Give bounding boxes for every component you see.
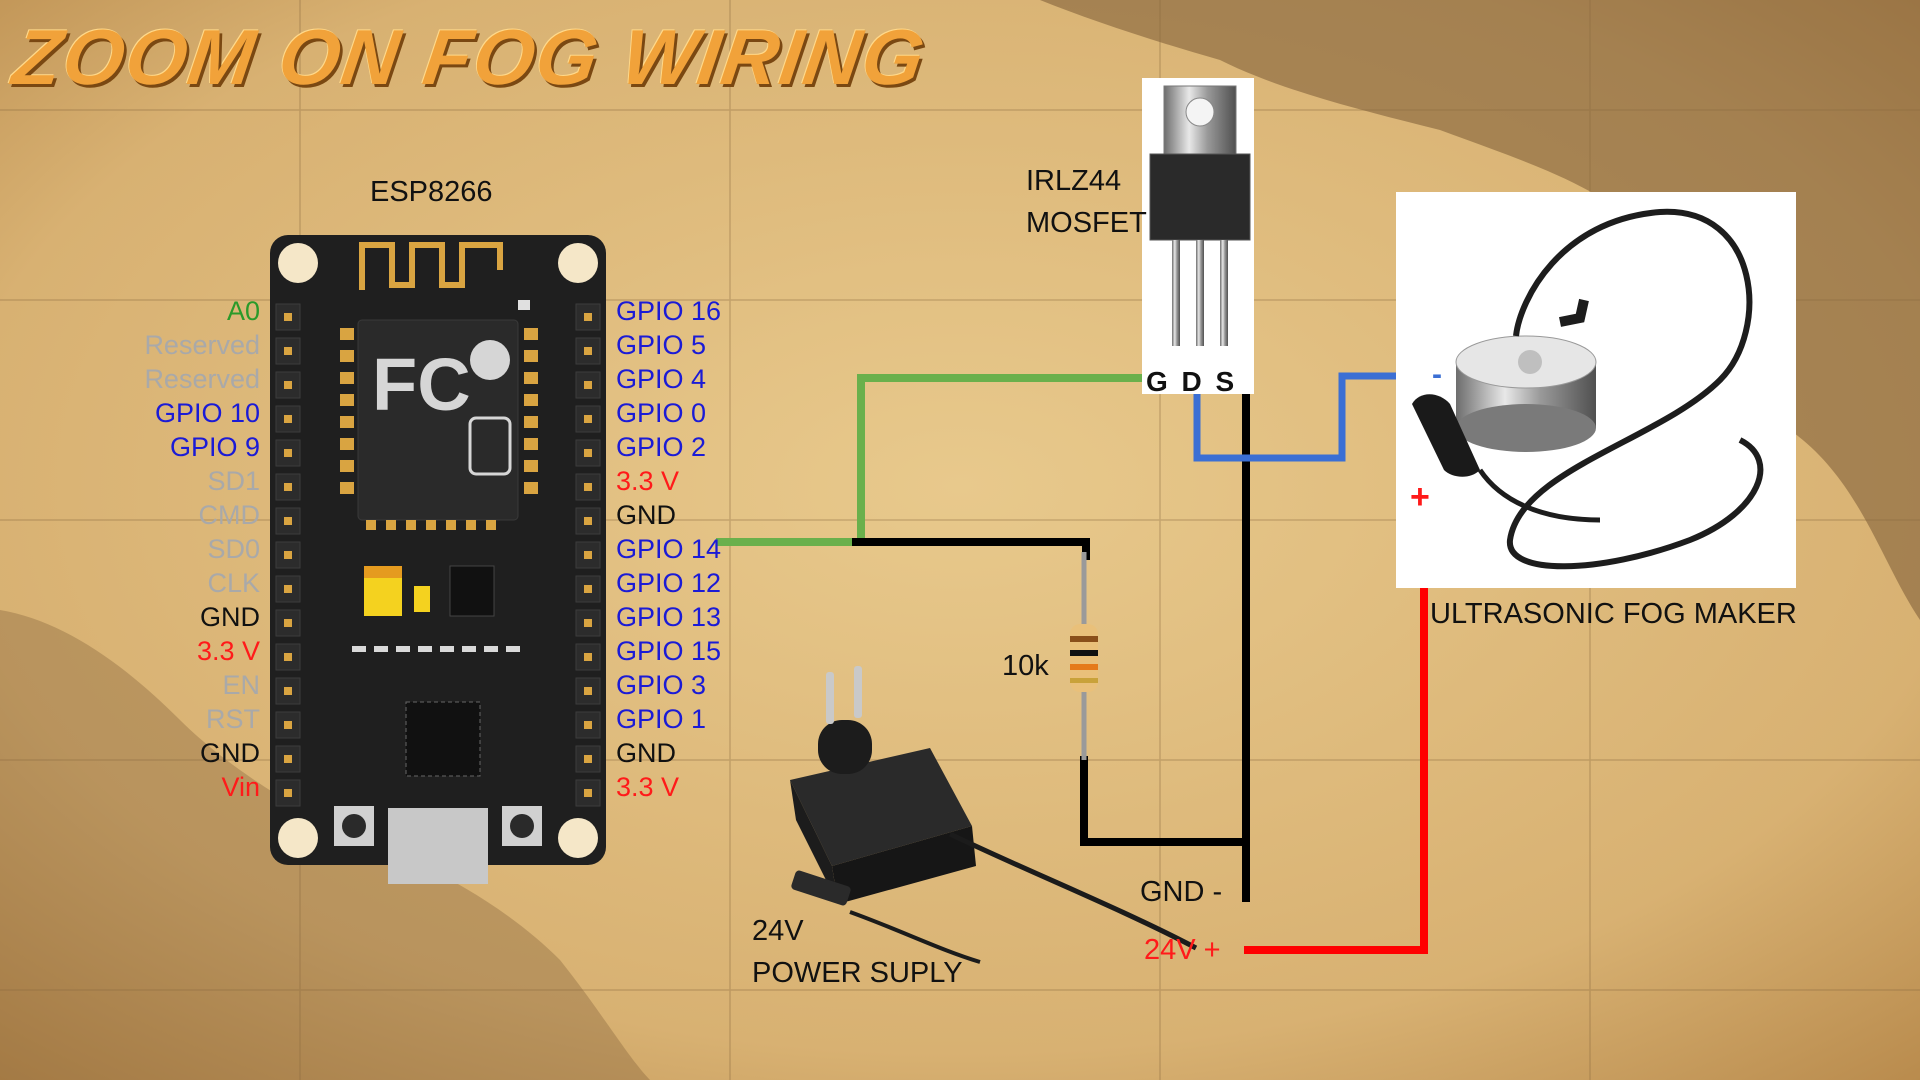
header-pin	[275, 439, 301, 467]
header-pin	[575, 371, 601, 399]
header-pin	[275, 303, 301, 331]
right-pin-label: GPIO 14	[616, 534, 722, 564]
header-pin-contact	[284, 313, 292, 321]
mosfet-model: IRLZ44	[1026, 165, 1122, 197]
header-pin-contact	[284, 687, 292, 695]
board-name: ESP8266	[370, 176, 493, 208]
left-pin-label: CLK	[207, 568, 260, 598]
right-pin-label: GPIO 4	[616, 364, 707, 394]
red-wire-supply	[1244, 538, 1428, 954]
header-pin	[275, 507, 301, 535]
header-pin-contact	[584, 687, 592, 695]
header-pin-contact	[284, 381, 292, 389]
resistor	[1070, 552, 1098, 760]
gnd-minus-label: GND -	[1140, 876, 1223, 908]
header-pin-contact	[584, 381, 592, 389]
page-title: ZOOM ON FOG WIRING	[7, 13, 932, 101]
header-pin-contact	[584, 789, 592, 797]
right-pin-label: 3.3 V	[616, 772, 680, 802]
right-pin-label: GND	[616, 500, 676, 530]
left-pin-label: Reserved	[144, 364, 260, 394]
header-pin-contact	[284, 551, 292, 559]
header-pin-contact	[584, 653, 592, 661]
right-pin-label: GND	[616, 738, 676, 768]
usb-port	[388, 808, 488, 884]
wires	[716, 372, 1436, 954]
fog-maker-label: ULTRASONIC FOG MAKER	[1430, 598, 1797, 630]
fog-maker-plus: +	[1410, 478, 1430, 516]
green-wire-gate	[716, 374, 1142, 546]
header-pin	[275, 371, 301, 399]
fog-maker	[1396, 192, 1796, 588]
right-pin-label: GPIO 1	[616, 704, 707, 734]
fcc-logo: FC	[372, 343, 471, 426]
right-pin-label: GPIO 3	[616, 670, 707, 700]
header-pin-contact	[584, 619, 592, 627]
right-pin-label: GPIO 13	[616, 602, 722, 632]
header-pin-contact	[584, 551, 592, 559]
header-pin-contact	[284, 483, 292, 491]
left-pin-label: SD0	[207, 534, 260, 564]
left-pin-label: RST	[206, 704, 260, 734]
power-supply-label: 24V POWER SUPLY	[752, 910, 963, 994]
v24-plus-label: 24V +	[1144, 934, 1221, 966]
mosfet-label: IRLZ44 MOSFET	[1026, 160, 1147, 244]
left-pin-label: EN	[222, 670, 260, 700]
header-pin-contact	[284, 721, 292, 729]
right-pin-label: GPIO 15	[616, 636, 722, 666]
right-pin-label: GPIO 5	[616, 330, 707, 360]
header-pin-contact	[584, 755, 592, 763]
power-supply-voltage: 24V	[752, 915, 804, 947]
black-wire-resistor-top	[852, 538, 1090, 560]
esp8266-board: FC	[270, 235, 606, 884]
right-pin-label: GPIO 12	[616, 568, 722, 598]
header-pin-contact	[584, 721, 592, 729]
fog-maker-minus: -	[1432, 358, 1442, 391]
header-pin	[575, 439, 601, 467]
left-pin-label: A0	[226, 296, 260, 326]
wifi-logo-icon	[470, 340, 510, 380]
blue-wire-drain	[1193, 372, 1436, 462]
right-pin-label: GPIO 16	[616, 296, 722, 326]
left-pin-label: GPIO 9	[169, 432, 260, 462]
header-pin-contact	[284, 347, 292, 355]
header-pin-contact	[284, 415, 292, 423]
left-pin-label: GPIO 10	[154, 398, 260, 428]
header-pin-contact	[584, 415, 592, 423]
left-pin-label: 3.3 V	[196, 636, 260, 666]
mosfet-pin-labels: G D S	[1146, 366, 1238, 397]
left-pin-label: SD1	[207, 466, 260, 496]
header-pin-contact	[284, 585, 292, 593]
black-wire-resistor-bottom	[1080, 756, 1250, 846]
header-pin-contact	[284, 789, 292, 797]
mosfet	[1142, 78, 1254, 394]
left-pin-label: Reserved	[144, 330, 260, 360]
header-pin-contact	[584, 585, 592, 593]
right-pin-label: GPIO 0	[616, 398, 707, 428]
right-pin-label: GPIO 2	[616, 432, 707, 462]
left-header-pins	[275, 303, 301, 807]
resistor-label: 10k	[1002, 650, 1049, 682]
right-pin-label: 3.3 V	[616, 466, 680, 496]
left-pin-label: GND	[200, 738, 260, 768]
left-pin-label: Vin	[221, 772, 260, 802]
left-pin-label: CMD	[198, 500, 261, 530]
mosfet-type: MOSFET	[1026, 207, 1147, 239]
header-pin-contact	[284, 755, 292, 763]
header-pin-contact	[284, 619, 292, 627]
header-pin-contact	[284, 653, 292, 661]
power-supply-name: POWER SUPLY	[752, 957, 963, 989]
header-pin-contact	[584, 449, 592, 457]
power-supply	[790, 666, 1198, 964]
header-pin-contact	[584, 483, 592, 491]
header-pin	[275, 337, 301, 365]
header-pin-contact	[584, 313, 592, 321]
header-pin-contact	[584, 517, 592, 525]
header-pin-contact	[584, 347, 592, 355]
left-pin-label: GND	[200, 602, 260, 632]
right-header-pins	[575, 303, 601, 807]
header-pin-contact	[284, 517, 292, 525]
header-pin-contact	[284, 449, 292, 457]
